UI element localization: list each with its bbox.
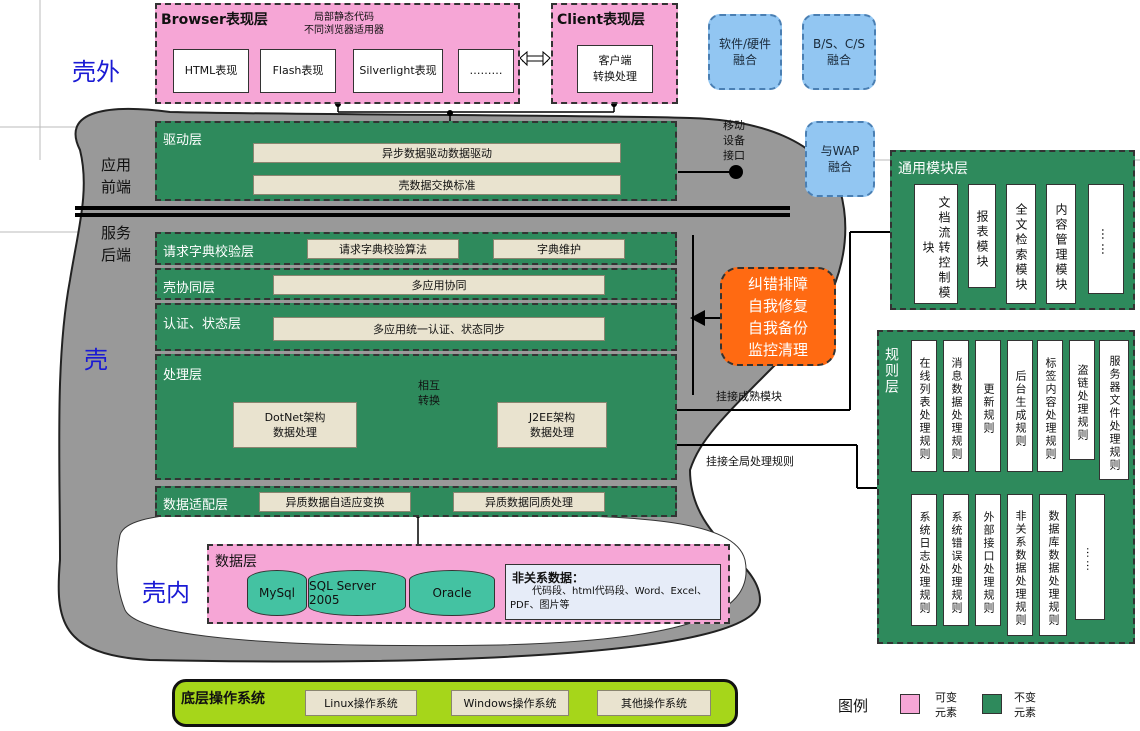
browser-layer-title: Browser表现层	[161, 12, 268, 28]
request-dict-layer: 请求字典校验层 请求字典校验算法 字典维护	[155, 232, 677, 265]
client-convert-box: 客户端 转换处理	[577, 45, 653, 93]
adapter-title: 数据适配层	[163, 498, 229, 513]
adapter-layer: 数据适配层 异质数据自适应变换 异质数据同质处理	[155, 486, 677, 517]
wap-badge: 与WAP 融合	[805, 121, 875, 197]
db-oracle: Oracle	[409, 570, 495, 616]
dict-check-box: 请求字典校验算法	[307, 239, 459, 259]
rule-message-data: 消息数据处理规则	[943, 340, 969, 472]
process-layer: 处理层 相互 转换 DotNet架构 数据处理 J2EE架构 数据处理	[155, 354, 677, 480]
software-hardware-badge: 软件/硬件 融合	[708, 14, 782, 90]
rule-server-file: 服务器文件处理规则	[1099, 340, 1129, 480]
adaptive-transform-box: 异质数据自适应变换	[259, 492, 411, 512]
collab-layer: 壳协同层 多应用协同	[155, 268, 677, 300]
data-layer-title: 数据层	[215, 554, 257, 570]
auth-title: 认证、状态层	[163, 317, 242, 332]
flash-render-box: Flash表现	[260, 49, 336, 93]
async-driver-box: 异步数据驱动数据驱动	[253, 143, 621, 163]
rule-more: ……	[1075, 494, 1105, 620]
rule-update: 更新规则	[975, 340, 1001, 472]
common-modules-title: 通用模块层	[898, 161, 968, 177]
rules-title: 规则层	[883, 347, 899, 395]
homogeneous-process-box: 异质数据同质处理	[453, 492, 605, 512]
auth-layer: 认证、状态层 多应用统一认证、状态同步	[155, 303, 677, 351]
bs-cs-badge: B/S、C/S 融合	[802, 14, 876, 90]
os-layer: 底层操作系统 Linux操作系统 Windows操作系统 其他操作系统	[172, 679, 738, 727]
unified-auth-box: 多应用统一认证、状态同步	[273, 317, 605, 341]
rule-db-data: 数据库数据处理规则	[1039, 494, 1067, 636]
legend-immutable-swatch	[982, 694, 1002, 714]
other-os-box: 其他操作系统	[597, 690, 711, 716]
more-render-box: ………	[458, 49, 514, 93]
dict-maintain-box: 字典维护	[493, 239, 625, 259]
back-end-label: 服务 后端	[100, 224, 131, 264]
request-dict-title: 请求字典校验层	[163, 245, 255, 260]
silverlight-render-box: Silverlight表现	[353, 49, 443, 93]
shell-label: 壳	[84, 346, 108, 374]
driver-layer: 驱动层 异步数据驱动数据驱动 壳数据交换标准	[155, 121, 677, 201]
rule-external-api: 外部接口处理规则	[975, 494, 1001, 626]
content-mgmt-module: 内容管理模块	[1046, 184, 1076, 304]
doc-flow-module: 文档流转控制模块	[914, 184, 958, 304]
mobile-interface-label: 移动 设备 接口	[723, 119, 745, 162]
legend-immutable-label: 不变 元素	[1014, 691, 1036, 719]
inner-shell-label: 壳内	[142, 579, 190, 607]
linux-box: Linux操作系统	[305, 690, 417, 716]
html-render-box: HTML表现	[173, 49, 249, 93]
mutual-convert-label: 相互 转换	[418, 379, 440, 407]
multi-app-collab-box: 多应用协同	[273, 275, 605, 295]
rule-tag-content: 标签内容处理规则	[1037, 340, 1063, 472]
rule-online-list: 在线列表处理规则	[911, 340, 937, 472]
rule-hotlink: 盗链处理规则	[1069, 340, 1095, 460]
client-layer: Client表现层 客户端 转换处理	[551, 3, 678, 104]
rule-system-log: 系统日志处理规则	[911, 494, 937, 626]
browser-note: 局部静态代码 不同浏览器适用器	[304, 12, 384, 36]
driver-layer-title: 驱动层	[163, 133, 203, 148]
more-modules: ……	[1088, 184, 1124, 294]
rule-system-error: 系统错误处理规则	[943, 494, 969, 626]
rules-layer: 规则层 在线列表处理规则 消息数据处理规则 更新规则 后台生成规则 标签内容处理…	[877, 330, 1135, 644]
fulltext-search-module: 全文检索模块	[1006, 184, 1036, 304]
client-layer-title: Client表现层	[557, 12, 646, 28]
mount-global-label: 挂接全局处理规则	[706, 455, 794, 468]
browser-layer: Browser表现层 局部静态代码 不同浏览器适用器 HTML表现 Flash表…	[155, 3, 520, 104]
nonrel-box: 非关系数据： 代码段、html代码段、Word、Excel、 PDF、图片等	[505, 564, 721, 620]
process-title: 处理层	[163, 368, 203, 383]
nonrel-title: 非关系数据：	[512, 571, 585, 585]
legend-title: 图例	[838, 697, 869, 715]
data-exchange-box: 壳数据交换标准	[253, 175, 621, 195]
legend-mutable-swatch	[900, 694, 920, 714]
dotnet-box: DotNet架构 数据处理	[233, 402, 357, 448]
db-mysql: MySql	[247, 570, 307, 616]
nonrel-text: 代码段、html代码段、Word、Excel、 PDF、图片等	[510, 586, 707, 611]
collab-title: 壳协同层	[163, 281, 216, 296]
outer-shell-label: 壳外	[72, 58, 120, 86]
rule-backend-gen: 后台生成规则	[1007, 340, 1033, 472]
self-repair-box: 纠错排障 自我修复 自我备份 监控清理	[720, 267, 836, 366]
report-module: 报表模块	[968, 184, 996, 288]
j2ee-box: J2EE架构 数据处理	[497, 402, 607, 448]
windows-box: Windows操作系统	[451, 690, 569, 716]
os-layer-title: 底层操作系统	[181, 691, 265, 707]
front-end-label: 应用 前端	[100, 156, 131, 196]
mount-mature-label: 挂接成熟模块	[716, 390, 782, 403]
rule-nonrel-data: 非关系数据处理规则	[1007, 494, 1033, 636]
db-sqlserver: SQL Server 2005	[308, 570, 406, 616]
common-modules-layer: 通用模块层 文档流转控制模块 报表模块 全文检索模块 内容管理模块 ……	[890, 150, 1135, 310]
legend-mutable-label: 可变 元素	[935, 691, 957, 719]
